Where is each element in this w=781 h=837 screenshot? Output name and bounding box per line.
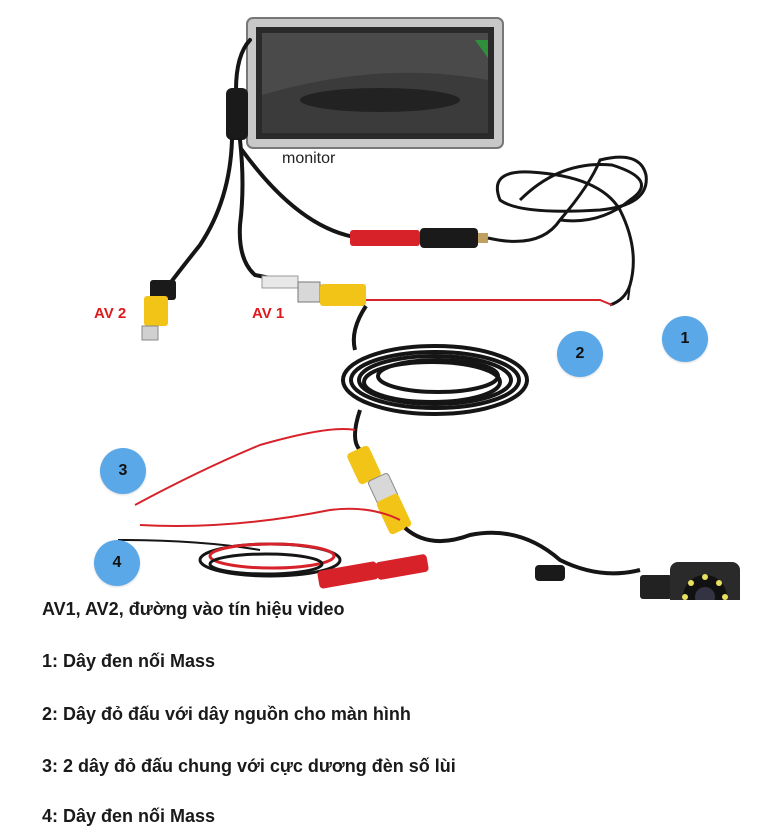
badge-2: 2 — [557, 331, 603, 377]
legend-item-3: 3: 2 dây đỏ đấu chung với cực dương đèn … — [42, 756, 456, 776]
legend-item-2: 2: Dây đỏ đấu với dây nguồn cho màn hình — [42, 704, 411, 724]
camera-rca-connector-icon — [347, 445, 412, 535]
red-wire-3 — [134, 428, 356, 506]
red-wire-2 — [365, 299, 613, 306]
red-wire-3b — [139, 507, 401, 527]
legend-item-1: 1: Dây đen nối Mass — [42, 651, 216, 671]
legend-item-4: 4: Dây đen nối Mass — [42, 806, 216, 826]
power-cable-coil-icon — [198, 542, 342, 578]
cable-junction — [535, 565, 565, 581]
monitor-icon — [246, 17, 504, 149]
monitor-power-plug-icon — [350, 228, 488, 248]
av1-label: AV 1 — [252, 305, 285, 322]
black-wire-1 — [627, 284, 631, 301]
av1-rca-connector-icon — [261, 275, 366, 306]
badge-1: 1 — [662, 316, 708, 362]
badge-3: 3 — [100, 448, 146, 494]
camera-cable — [403, 526, 641, 576]
monitor-label: monitor — [282, 150, 336, 167]
cable-coil-icon — [487, 155, 648, 307]
monitor-cable — [163, 38, 362, 292]
badge-4: 4 — [94, 540, 140, 586]
camera-icon — [640, 562, 740, 600]
camera-power-plug-icon — [317, 554, 429, 589]
wiring-diagram — [117, 17, 740, 600]
legend-av-inputs: AV1, AV2, đường vào tín hiệu video — [42, 599, 345, 619]
black-wire-4 — [117, 539, 261, 551]
cable-coil-icon — [341, 304, 529, 452]
av2-rca-connector-icon — [141, 280, 176, 341]
av2-label: AV 2 — [94, 305, 127, 322]
